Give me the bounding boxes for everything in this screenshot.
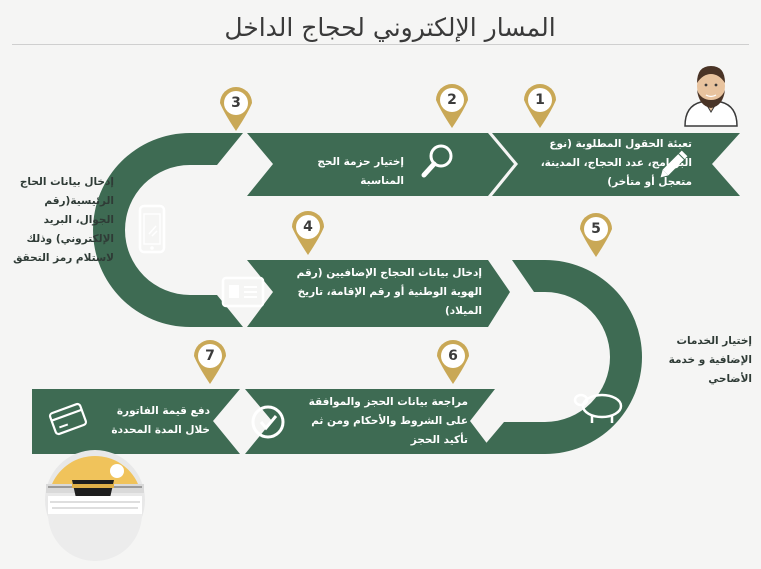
title-divider (12, 44, 749, 45)
pin-step-5 (580, 213, 612, 257)
step-number-1: 1 (535, 92, 545, 108)
credit-card-icon (48, 402, 88, 436)
pin-step-1 (524, 84, 556, 128)
magnifier-icon (421, 144, 453, 178)
pin-step-4 (292, 211, 324, 255)
kaaba-illustration (45, 450, 145, 561)
step-text-7: دفع قيمة الفاتورة خلال المدة المحددة (111, 405, 210, 436)
step-text-2: إختيار حزمة الحج المناسبة (317, 156, 404, 187)
step-number-5: 5 (591, 221, 601, 237)
step-number-2: 2 (447, 92, 457, 108)
mobile-phone-icon (138, 204, 166, 254)
pin-step-6 (437, 340, 469, 384)
pilgrim-avatar (684, 66, 738, 127)
page-title: المسار الإلكتروني لحجاج الداخل (224, 13, 556, 42)
pin-step-3 (220, 87, 252, 131)
id-card-icon (221, 276, 265, 308)
pin-step-7 (194, 340, 226, 384)
road-curve-left (93, 133, 244, 327)
step-number-4: 4 (303, 219, 313, 235)
pin-step-2 (436, 84, 468, 128)
road-segment-step-7 (32, 389, 240, 454)
step-number-3: 3 (231, 95, 241, 111)
step-number-6: 6 (448, 348, 458, 364)
road-segment-step-1 (492, 133, 740, 196)
road-curve-right (477, 260, 642, 454)
road-segment-step-4 (247, 260, 510, 327)
sheep-icon (573, 393, 623, 423)
step-text-3: إدخال بيانات الحاج الرئيسية(رقم الجوال، … (13, 176, 114, 264)
step-text-6: مراجعة بيانات الحجز والموافقة على الشروط… (308, 396, 468, 446)
step-text-1: تعبئة الحقول المطلوبة (نوع البرنامج، عدد… (540, 138, 692, 188)
step-text-4: إدخال بيانات الحجاج الإضافيين (رقم الهوي… (296, 267, 482, 317)
checkmark-icon (251, 405, 285, 439)
road-segment-step-6 (245, 389, 495, 454)
pencil-icon (660, 150, 688, 178)
step-text-5: إختيار الخدمات الإضافية و خدمة الأضاحي (668, 335, 752, 385)
step-number-7: 7 (205, 348, 215, 364)
